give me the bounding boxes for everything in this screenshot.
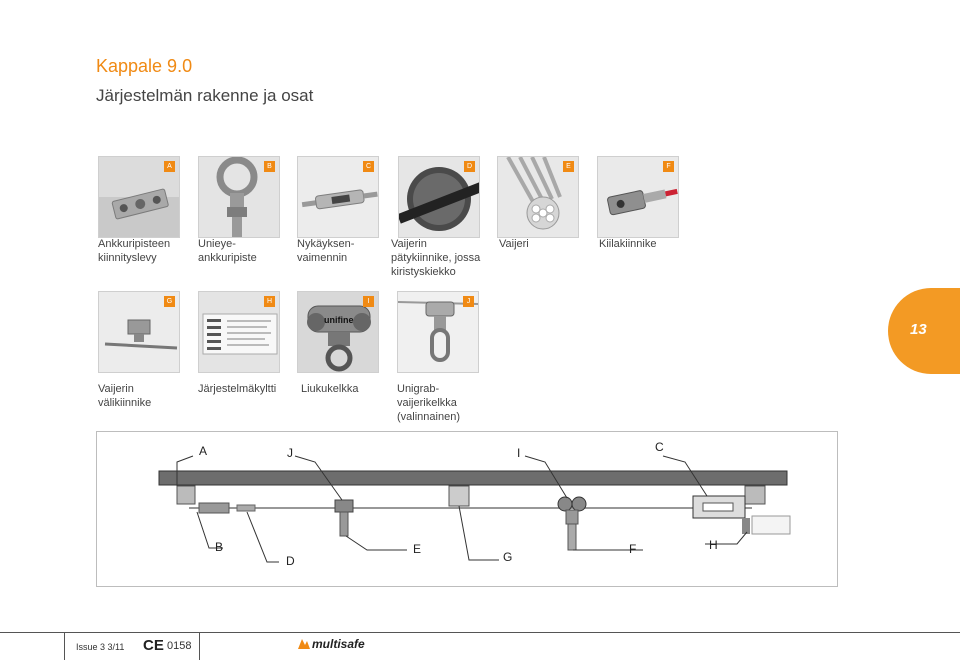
tile-shock-absorber: C xyxy=(297,156,379,238)
tile-intermediate-bracket: G xyxy=(98,291,180,373)
diagram-label-c: C xyxy=(655,440,664,454)
caption-wire-rope: Vaijeri xyxy=(499,238,529,250)
diagram-label-i: I xyxy=(517,446,521,460)
badge-e: E xyxy=(563,161,574,172)
unifine-text: unifine xyxy=(324,315,354,325)
footer-rule xyxy=(0,632,960,633)
badge-g: G xyxy=(164,296,175,307)
caption-system-label: Järjestelmäkyltti xyxy=(198,383,277,395)
diagram-label-b: B xyxy=(215,540,224,554)
shock-absorber-image xyxy=(298,157,378,237)
badge-f: F xyxy=(663,161,674,172)
diagram-label-d: D xyxy=(286,554,295,568)
diagram-label-f: F xyxy=(629,542,637,556)
ce-mark: CE xyxy=(143,637,164,654)
badge-a: A xyxy=(164,161,175,172)
diagram-label-e: E xyxy=(413,542,422,556)
caption-shock-absorber: Nykäyksen-vaimennin xyxy=(297,238,355,264)
tile-wedge-fitting: F xyxy=(597,156,679,238)
wire-rope-image xyxy=(498,157,578,237)
diagram-label-j: J xyxy=(287,446,293,460)
ce-number: 0158 xyxy=(167,640,192,652)
badge-b: B xyxy=(264,161,275,172)
diagram-label-h: H xyxy=(709,538,718,552)
badge-h: H xyxy=(264,296,275,307)
page-subtitle: Järjestelmän rakenne ja osat xyxy=(96,86,314,105)
caption-wedge-fitting: Kiilakiinnike xyxy=(599,238,657,250)
tile-unigrab: J xyxy=(397,291,479,373)
diagram-label-g: G xyxy=(503,550,513,564)
issue-number: Issue 3 3/11 xyxy=(76,642,125,652)
chapter-title: Kappale 9.0 xyxy=(96,56,193,76)
brand-logo: multisafe xyxy=(312,637,365,651)
badge-i: I xyxy=(363,296,374,307)
caption-unieye: Unieye-ankkuripiste xyxy=(198,238,257,264)
tile-unieye: B xyxy=(198,156,280,238)
page-number-tab: 13 xyxy=(888,288,960,374)
badge-j: J xyxy=(463,296,474,307)
system-diagram: A J I C B D E G F H xyxy=(96,431,838,587)
tile-anchor-plate: A xyxy=(98,156,180,238)
multisafe-logo-icon xyxy=(298,639,310,649)
caption-traveller: Liukukelkka xyxy=(301,383,359,395)
tile-wire-rope: E xyxy=(497,156,579,238)
caption-unigrab: Unigrab-vaijerikelkka(valinnainen) xyxy=(397,383,460,423)
tile-system-label: H xyxy=(198,291,280,373)
system-diagram-drawing xyxy=(158,455,791,563)
tile-end-fitting: D xyxy=(398,156,480,238)
badge-c: C xyxy=(363,161,374,172)
badge-d: D xyxy=(464,161,475,172)
diagram-label-a: A xyxy=(199,444,208,458)
footer-box xyxy=(64,632,200,660)
tile-traveller: unifine I xyxy=(297,291,379,373)
